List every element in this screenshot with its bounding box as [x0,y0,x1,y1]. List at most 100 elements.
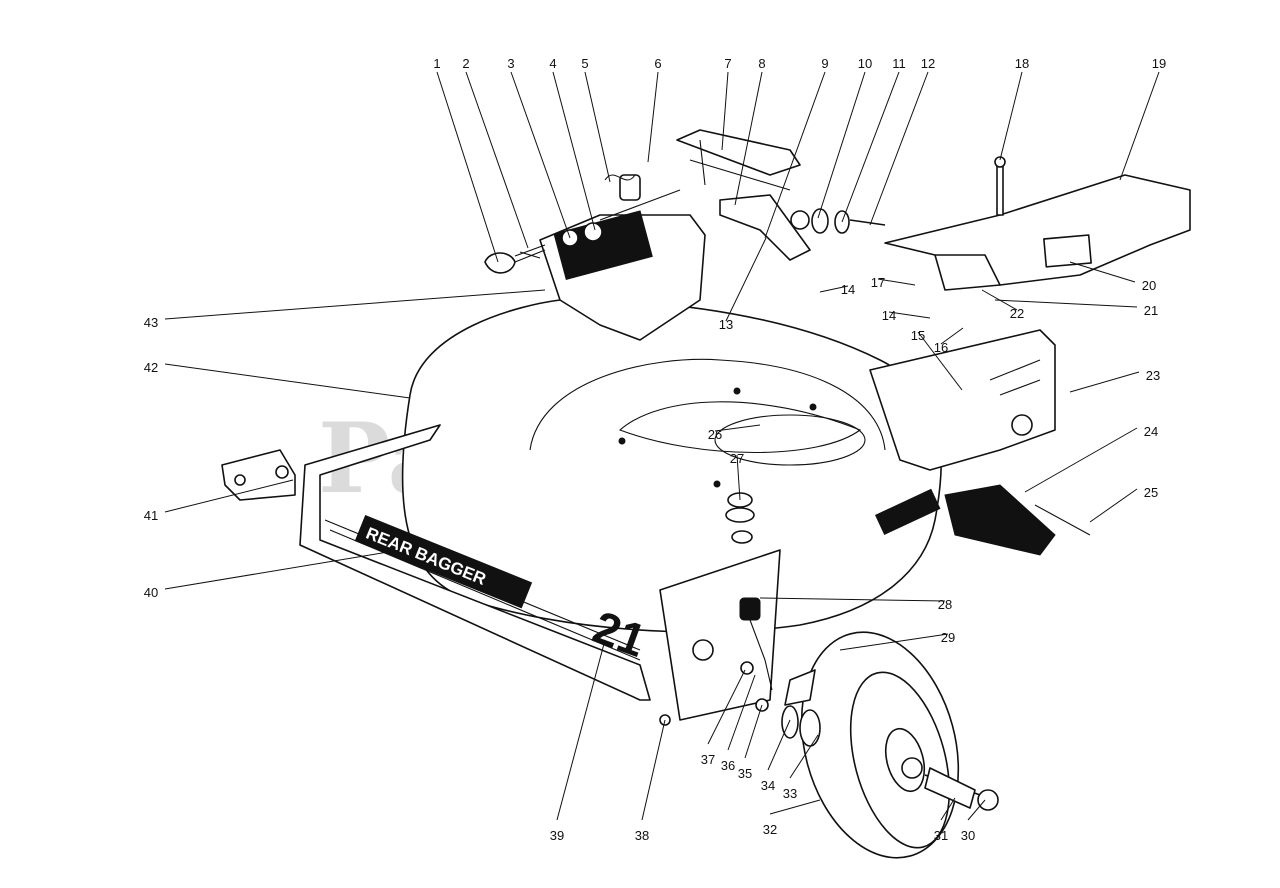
callout-leader [647,71,659,163]
callout-33: 33 [783,734,819,801]
callout-43: 43 [144,289,546,330]
callout-number: 34 [761,778,775,793]
callout-number: 16 [934,340,948,355]
callout-number: 21 [1144,303,1158,318]
callout-number: 1 [433,56,440,71]
callout-number: 14 [882,308,896,323]
callout-leader [940,797,956,821]
callout-number: 38 [635,828,649,843]
callout-number: 8 [758,56,765,71]
callout-34: 34 [761,719,791,793]
callout-24: 24 [1024,424,1158,493]
callout-leader [1089,488,1138,523]
callout-leader [994,299,1138,308]
callout-leader [940,327,964,345]
callout-leader [744,704,763,759]
callout-18: 18 [999,56,1029,161]
callout-1: 1 [433,56,499,263]
callout-22: 22 [981,289,1024,321]
callout-leader [767,719,791,771]
callout-number: 10 [858,56,872,71]
callout-38: 38 [635,719,666,843]
callout-leader [734,71,763,206]
callout-number: 17 [871,275,885,290]
callout-number: 37 [701,752,715,767]
callout-14: 14 [819,282,855,297]
callout-leader [465,71,529,249]
callout-leader [584,71,611,183]
callout-35: 35 [738,704,763,781]
callout-leader [727,674,756,751]
callout-leader [759,597,946,602]
callout-20: 20 [1069,261,1156,293]
callout-number: 36 [721,758,735,773]
callout-number: 2 [462,56,469,71]
callout-leader [1069,261,1136,283]
callout-number: 4 [549,56,556,71]
callout-40: 40 [144,549,401,600]
callout-number: 15 [911,328,925,343]
callout-12: 12 [869,56,935,226]
callout-37: 37 [701,669,746,767]
callout-13: 13 [719,237,767,332]
callout-25: 25 [1089,485,1158,523]
callout-number: 33 [783,786,797,801]
callout-leader [888,311,931,319]
callout-leader [164,479,294,513]
callout-number: 25 [1144,485,1158,500]
callout-number: 42 [144,360,158,375]
callout-number: 5 [581,56,588,71]
callout-number: 20 [1142,278,1156,293]
callout-leader [725,237,767,322]
callout-leader [839,633,949,651]
callout-number: 7 [724,56,731,71]
callout-leader [789,734,819,779]
callout-41: 41 [144,479,294,523]
callout-number: 18 [1015,56,1029,71]
callout-number: 24 [1144,424,1158,439]
callout-number: 40 [144,585,158,600]
callout-number: 43 [144,315,158,330]
wheel [659,597,999,859]
callout-31: 31 [934,797,956,843]
callout-4: 4 [549,56,596,231]
callout-11: 11 [841,56,906,223]
callout-leader [769,799,821,815]
callout-leader [552,71,596,231]
callout-number: 27 [730,451,744,466]
callout-leader [1069,371,1140,393]
callout-17: 17 [871,275,916,290]
callout-6: 6 [647,56,662,163]
side-bracket [221,449,296,501]
callout-10: 10 [817,56,872,219]
callout-number: 32 [763,822,777,837]
callout-leader [817,71,866,219]
callout-30: 30 [961,799,986,843]
callout-21: 21 [994,299,1158,318]
callout-28: 28 [759,597,952,612]
callout-5: 5 [581,56,611,183]
callout-2: 2 [462,56,529,249]
callout-number: 19 [1152,56,1166,71]
callout-leader [641,719,666,821]
callout-leader [999,71,1023,161]
callout-8: 8 [734,56,766,206]
callout-14: 14 [882,308,931,323]
callout-15: 15 [911,328,963,391]
callout-29: 29 [839,630,955,651]
callout-number: 30 [961,828,975,843]
callout-number: 6 [654,56,661,71]
deflector-chute [884,156,1191,291]
callout-leader [877,278,916,286]
callout-leader [707,669,746,745]
callout-16: 16 [934,327,964,355]
callout-number: 9 [821,56,828,71]
callout-leader [556,639,606,821]
callout-number: 13 [719,317,733,332]
callout-19: 19 [1119,56,1166,181]
callout-42: 42 [144,360,411,399]
callout-number: 22 [1010,306,1024,321]
callout-number: 39 [550,828,564,843]
callout-leader [764,71,826,239]
